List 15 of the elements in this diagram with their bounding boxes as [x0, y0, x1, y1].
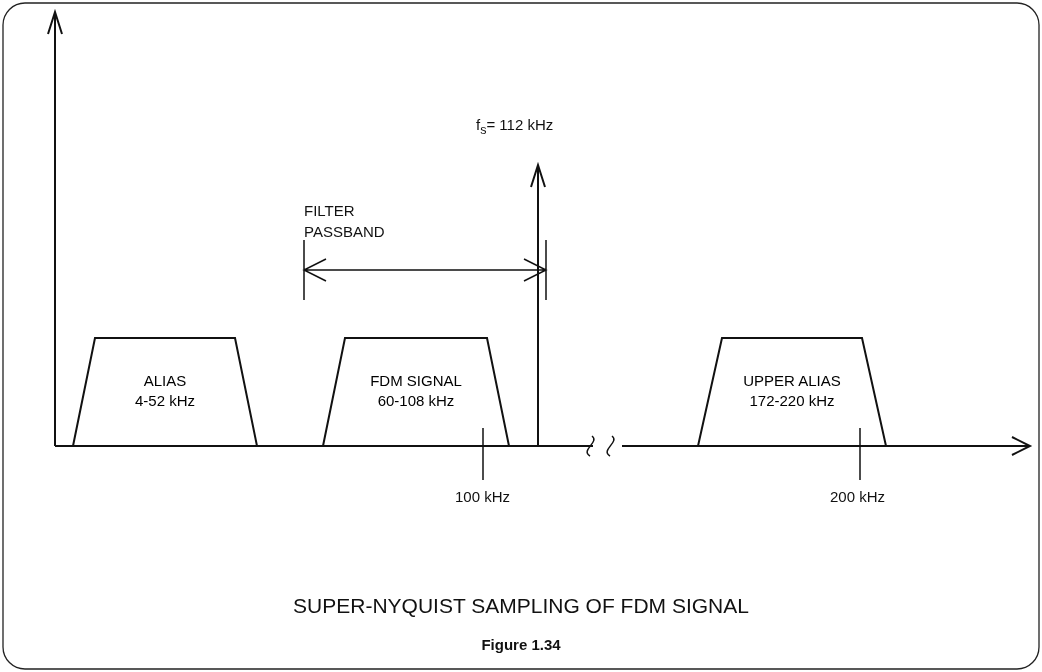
frequency-range: 60-108 kHz: [376, 392, 456, 409]
diagram-title: SUPER-NYQUIST SAMPLING OF FDM SIGNAL: [293, 594, 749, 618]
frequency-range: 4-52 kHz: [134, 392, 196, 409]
band-label: ALIAS: [142, 372, 188, 389]
band-label: FDM SIGNAL: [369, 372, 463, 389]
frequency-tick-label: 200 kHz: [830, 488, 886, 505]
spectrum-band: [322, 337, 510, 447]
annotation: FILTER PASSBAND: [304, 201, 386, 242]
figure-caption: Figure 1.34: [481, 636, 561, 653]
spectrum-band: [697, 337, 887, 447]
sampling-frequency-label: f$_{s}$= 112 kHz: [476, 116, 554, 137]
spectrum-band: [72, 337, 258, 447]
frequency-range: 172-220 kHz: [748, 392, 836, 409]
band-label: UPPER ALIAS: [742, 372, 842, 389]
frequency-tick-label: 100 kHz: [455, 488, 511, 505]
